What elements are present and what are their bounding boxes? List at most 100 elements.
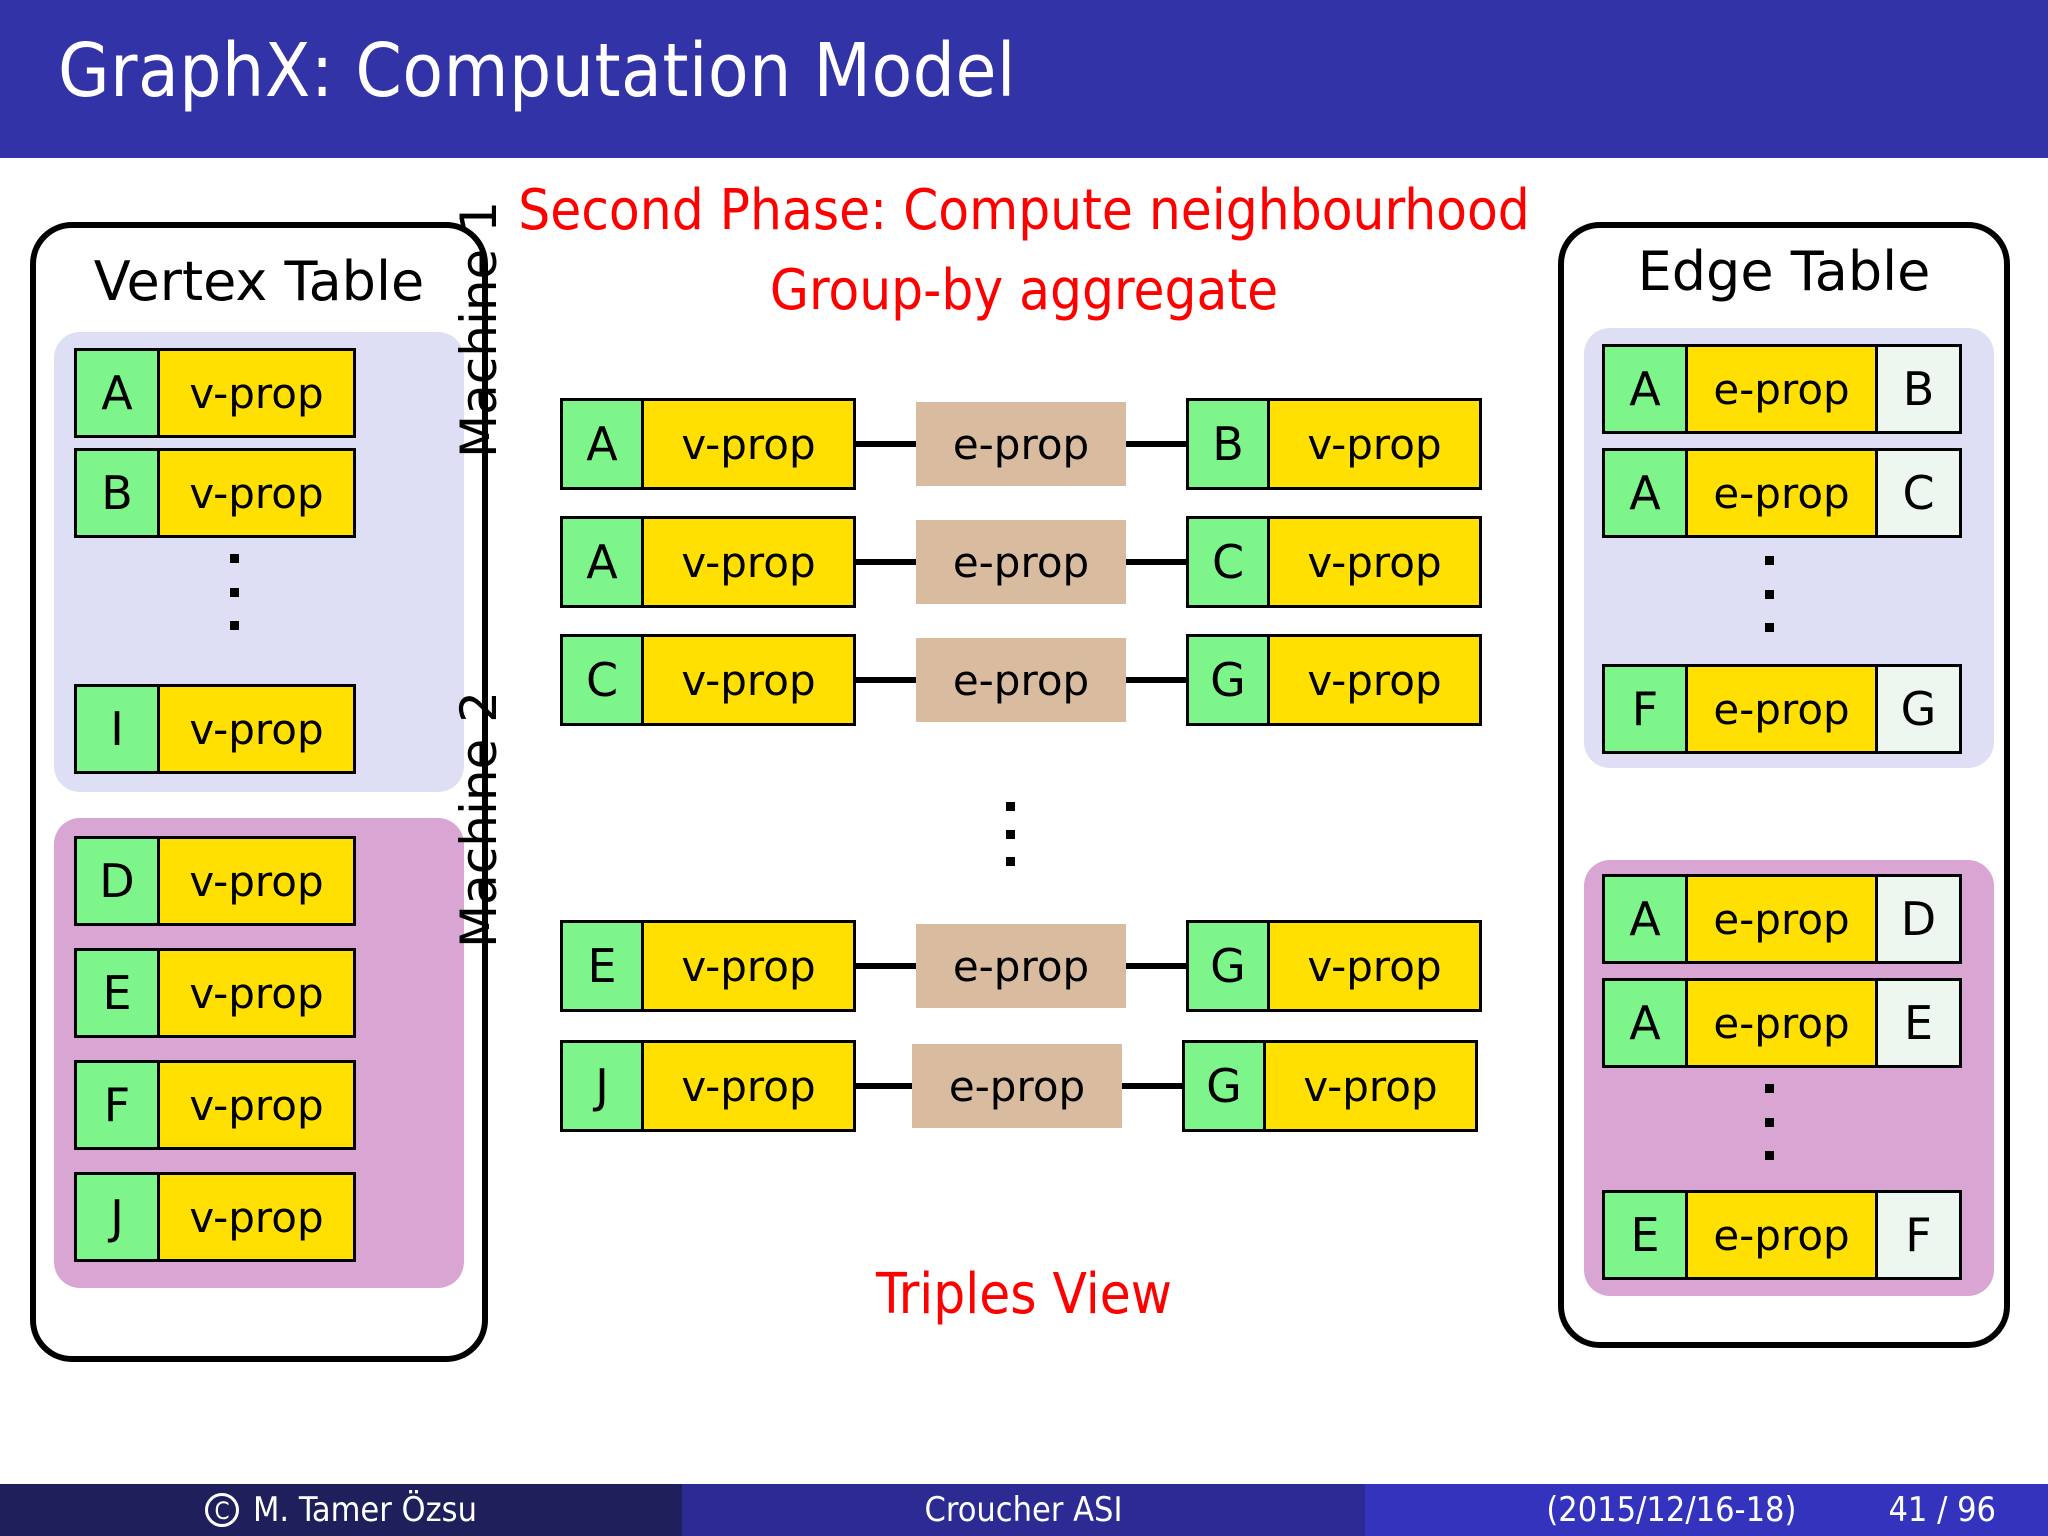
triple-dst-key: G bbox=[1186, 920, 1270, 1012]
vertex-prop-cell: v-prop bbox=[160, 948, 356, 1038]
edge-prop-cell: e-prop bbox=[1688, 344, 1878, 434]
triple-dst-prop: v-prop bbox=[1270, 920, 1482, 1012]
edge-dst-cell: D bbox=[1878, 874, 1962, 964]
table-row[interactable]: B v-prop bbox=[74, 448, 356, 538]
slide-footer: C M. Tamer Özsu Croucher ASI (2015/12/16… bbox=[0, 1484, 2048, 1536]
table-row[interactable]: E e-prop F bbox=[1602, 1190, 1962, 1280]
triple-row[interactable]: E v-prop e-prop G v-prop bbox=[560, 920, 1490, 1012]
edge-src-cell: E bbox=[1602, 1190, 1688, 1280]
table-row[interactable]: F e-prop G bbox=[1602, 664, 1962, 754]
vertical-ellipsis-icon bbox=[1005, 802, 1015, 866]
triple-src-prop: v-prop bbox=[644, 920, 856, 1012]
triple-row[interactable]: A v-prop e-prop C v-prop bbox=[560, 516, 1490, 608]
table-row[interactable]: A v-prop bbox=[74, 348, 356, 438]
table-row[interactable]: A e-prop D bbox=[1602, 874, 1962, 964]
triple-dst-prop: v-prop bbox=[1270, 516, 1482, 608]
triple-edge-prop: e-prop bbox=[912, 1044, 1122, 1128]
table-row[interactable]: J v-prop bbox=[74, 1172, 356, 1262]
triple-dst-prop: v-prop bbox=[1270, 634, 1482, 726]
triple-edge-prop: e-prop bbox=[916, 638, 1126, 722]
table-row[interactable]: F v-prop bbox=[74, 1060, 356, 1150]
edge-prop-cell: e-prop bbox=[1688, 448, 1878, 538]
phase-heading-line1: Second Phase: Compute neighbourhood bbox=[518, 178, 1530, 243]
vertex-key-cell: E bbox=[74, 948, 160, 1038]
footer-author-segment: C M. Tamer Özsu bbox=[0, 1484, 682, 1536]
edge-prop-cell: e-prop bbox=[1688, 874, 1878, 964]
page-title: GraphX: Computation Model bbox=[58, 28, 1016, 114]
triples-view-caption: Triples View bbox=[876, 1262, 1172, 1327]
footer-page-number: 41 / 96 bbox=[1888, 1490, 1996, 1530]
edge-prop-cell: e-prop bbox=[1688, 978, 1878, 1068]
table-row[interactable]: A e-prop C bbox=[1602, 448, 1962, 538]
table-row[interactable]: E v-prop bbox=[74, 948, 356, 1038]
triple-row[interactable]: J v-prop e-prop G v-prop bbox=[560, 1040, 1490, 1132]
edge-dst-cell: E bbox=[1878, 978, 1962, 1068]
edge-dst-cell: B bbox=[1878, 344, 1962, 434]
edge-prop-cell: e-prop bbox=[1688, 664, 1878, 754]
vertex-prop-cell: v-prop bbox=[160, 448, 356, 538]
edge-group-1: A e-prop B A e-prop C F e-prop G bbox=[1584, 328, 1994, 768]
triple-dst-key: G bbox=[1186, 634, 1270, 726]
edge-table-panel: Edge Table A e-prop B A e-prop C F e-pro… bbox=[1558, 222, 2010, 1348]
vertex-prop-cell: v-prop bbox=[160, 836, 356, 926]
vertical-ellipsis-icon bbox=[229, 554, 239, 630]
vertex-prop-cell: v-prop bbox=[160, 1060, 356, 1150]
table-row[interactable]: A e-prop B bbox=[1602, 344, 1962, 434]
triple-edge-prop: e-prop bbox=[916, 402, 1126, 486]
triple-src-prop: v-prop bbox=[644, 634, 856, 726]
vertex-table-panel: Vertex Table A v-prop B v-prop I v-prop … bbox=[30, 201, 508, 1362]
vertex-key-cell: A bbox=[74, 348, 160, 438]
copyright-icon: C bbox=[205, 1493, 239, 1527]
edge-dst-cell: G bbox=[1878, 664, 1962, 754]
footer-venue-segment: Croucher ASI bbox=[682, 1484, 1365, 1536]
vertex-key-cell: I bbox=[74, 684, 160, 774]
triple-src-key: E bbox=[560, 920, 644, 1012]
edge-src-cell: A bbox=[1602, 874, 1688, 964]
phase-heading-line2: Group-by aggregate bbox=[769, 258, 1279, 323]
triple-dst-key: C bbox=[1186, 516, 1270, 608]
table-row[interactable]: I v-prop bbox=[74, 684, 356, 774]
vertex-prop-cell: v-prop bbox=[160, 348, 356, 438]
triple-dst-key: G bbox=[1182, 1040, 1266, 1132]
edge-src-cell: A bbox=[1602, 448, 1688, 538]
vertex-prop-cell: v-prop bbox=[160, 684, 356, 774]
triple-edge-prop: e-prop bbox=[916, 520, 1126, 604]
triple-dst-prop: v-prop bbox=[1266, 1040, 1478, 1132]
edge-table-title: Edge Table bbox=[1637, 240, 1931, 303]
machine-2-label: Machine 2 bbox=[450, 690, 508, 948]
vertex-key-cell: D bbox=[74, 836, 160, 926]
triple-src-prop: v-prop bbox=[644, 1040, 856, 1132]
machine-1-label: Machine 1 bbox=[450, 200, 508, 458]
vertical-ellipsis-icon bbox=[1764, 556, 1774, 632]
vertex-key-cell: F bbox=[74, 1060, 160, 1150]
vertex-prop-cell: v-prop bbox=[160, 1172, 356, 1262]
slide-title-bar: GraphX: Computation Model bbox=[0, 0, 2048, 158]
edge-dst-cell: F bbox=[1878, 1190, 1962, 1280]
triple-row[interactable]: C v-prop e-prop G v-prop bbox=[560, 634, 1490, 726]
edge-prop-cell: e-prop bbox=[1688, 1190, 1878, 1280]
triple-edge-prop: e-prop bbox=[916, 924, 1126, 1008]
triple-dst-key: B bbox=[1186, 398, 1270, 490]
footer-venue: Croucher ASI bbox=[924, 1490, 1123, 1530]
vertical-ellipsis-icon bbox=[1764, 1084, 1774, 1160]
triple-src-key: C bbox=[560, 634, 644, 726]
machine-1-group: A v-prop B v-prop I v-prop Machine 1 bbox=[54, 201, 508, 792]
edge-src-cell: F bbox=[1602, 664, 1688, 754]
table-row[interactable]: D v-prop bbox=[74, 836, 356, 926]
footer-date: (2015/12/16-18) bbox=[1546, 1490, 1797, 1530]
vertex-key-cell: B bbox=[74, 448, 160, 538]
triple-dst-prop: v-prop bbox=[1270, 398, 1482, 490]
footer-date-page-segment: (2015/12/16-18) 41 / 96 bbox=[1365, 1484, 2048, 1536]
triple-row[interactable]: A v-prop e-prop B v-prop bbox=[560, 398, 1490, 490]
triple-src-prop: v-prop bbox=[644, 516, 856, 608]
triple-src-key: J bbox=[560, 1040, 644, 1132]
vertex-table-title: Vertex Table bbox=[93, 250, 425, 313]
triple-src-key: A bbox=[560, 398, 644, 490]
triple-src-key: A bbox=[560, 516, 644, 608]
triple-src-prop: v-prop bbox=[644, 398, 856, 490]
table-row[interactable]: A e-prop E bbox=[1602, 978, 1962, 1068]
vertex-key-cell: J bbox=[74, 1172, 160, 1262]
footer-author: M. Tamer Özsu bbox=[253, 1490, 477, 1530]
edge-group-2: A e-prop D A e-prop E E e-prop F bbox=[1584, 860, 1994, 1296]
machine-2-group: D v-prop E v-prop F v-prop J v-prop Mach… bbox=[54, 691, 508, 1288]
